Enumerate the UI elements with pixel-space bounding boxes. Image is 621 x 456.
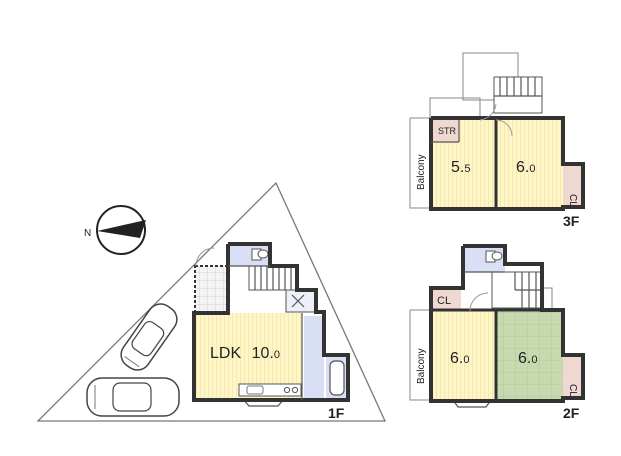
room-3f-east [497, 118, 563, 208]
closet-2f-side [563, 355, 583, 398]
room-size-3f-east-main: 6. [516, 159, 529, 176]
balcony-label-3f: Balcony [416, 154, 427, 190]
floor-2f: CL CL Balcony 6.0 6.0 2F [409, 244, 585, 421]
ldk-size-decimal: 0 [274, 349, 280, 361]
closet-2f-top [431, 288, 461, 310]
room-size-3f-west-decimal: 5 [464, 163, 470, 175]
closet-label-3f: CL [567, 194, 578, 207]
room-2f-east-tatami [497, 311, 563, 400]
room-size-2f-east-main: 6. [518, 350, 531, 367]
bathtub-icon [329, 360, 345, 396]
lot-boundary [36, 181, 387, 422]
floor-1f: LDK 10.0 1F [192, 242, 350, 421]
room-2f-west [431, 311, 495, 400]
stove-icon [283, 386, 299, 394]
toilet-icon [251, 248, 269, 261]
room-size-3f-west-main: 5. [451, 159, 464, 176]
balcony-label-2f: Balcony [416, 348, 427, 384]
toilet-icon [485, 250, 503, 263]
entrance-porch [194, 265, 230, 314]
room-size-3f-east: 6.0 [516, 159, 535, 176]
stair-2f [491, 271, 543, 309]
closet-3f [563, 164, 583, 207]
ldk-name: LDK [210, 345, 241, 362]
room-size-2f-east-decimal: 0 [531, 354, 537, 366]
washroom-1f [285, 289, 317, 313]
kitchen-counter [238, 383, 302, 397]
room-size-2f-west: 6.0 [450, 350, 469, 367]
washer-cross [291, 294, 305, 308]
floor-label-1f: 1F [328, 405, 345, 421]
walls-1f [192, 242, 350, 402]
room-size-2f-west-decimal: 0 [463, 354, 469, 366]
room-size-3f-east-decimal: 0 [529, 163, 535, 175]
room-size-2f-west-main: 6. [450, 350, 463, 367]
floor-3f: STR CL Balcony 5.5 6.0 3F [409, 52, 585, 229]
room-size-3f-west: 5.5 [451, 159, 470, 176]
walls-2f [429, 244, 585, 403]
north-label: N [84, 228, 91, 239]
closet-label-2f-side: CL [567, 384, 578, 397]
floor-label-3f: 3F [563, 213, 580, 229]
rooftop-deck [429, 97, 481, 119]
stair-1f [248, 265, 298, 291]
floor-label-2f: 2F [563, 405, 580, 421]
compass-icon [96, 205, 146, 255]
closet-label-2f-top: CL [437, 295, 451, 307]
door-swing-2f [469, 292, 489, 312]
stair-3f [493, 76, 543, 114]
bath-corridor [304, 316, 324, 400]
room-size-2f-east: 6.0 [518, 350, 537, 367]
door-swing-3f-east [495, 119, 513, 137]
car-icon [120, 303, 178, 371]
ldk-label: LDK 10.0 [210, 345, 280, 362]
car-icon [86, 377, 180, 417]
entry-door-swing [195, 247, 215, 267]
door-swing-3f [479, 103, 497, 121]
storage-label-3f: STR [438, 126, 457, 136]
storage-3f [431, 120, 459, 142]
ldk-size-main: 10. [252, 345, 274, 362]
